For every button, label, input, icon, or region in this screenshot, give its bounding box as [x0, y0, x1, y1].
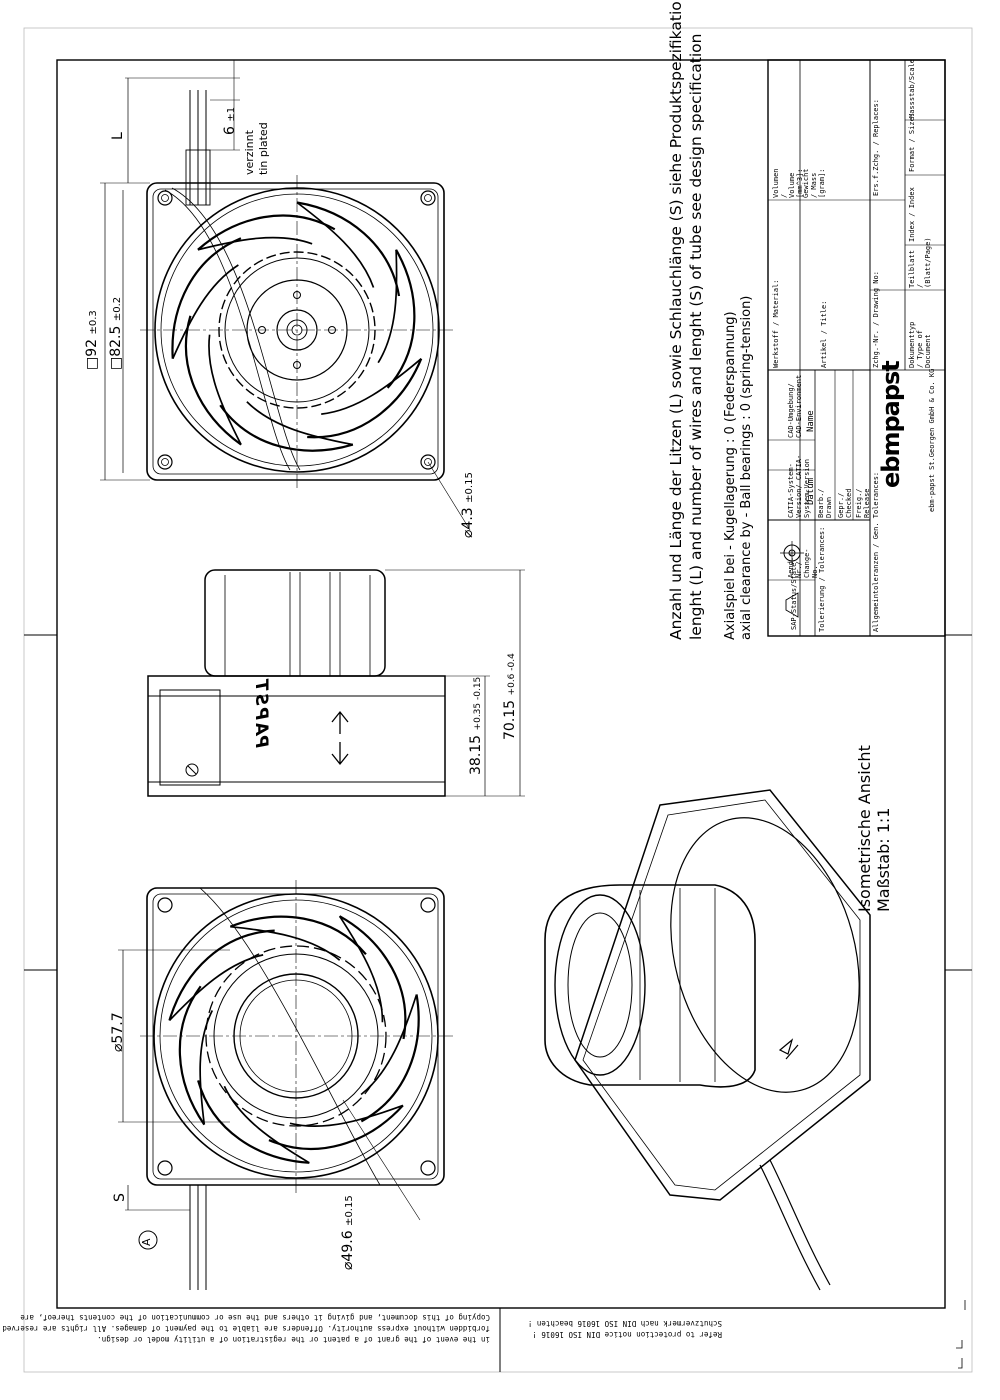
dim-49-tol: ±0.15: [344, 1195, 355, 1226]
tb-company: ebm-papst St.Georgen GmbH & Co. KG: [928, 368, 936, 512]
dim-92: □92 ±0.3: [84, 310, 100, 370]
legal-en-line2: forbidden without express authority. Off…: [2, 1324, 490, 1333]
tb-checked: Gepr./ Checked: [837, 488, 854, 518]
dim-strip-value: 6: [222, 126, 238, 135]
tb-index: Index / Index: [908, 187, 916, 242]
legal-notice-en: in the event of the grant of a patent or…: [2, 1312, 490, 1345]
tb-datum: Datum: [806, 477, 816, 505]
isometric-view-label: Isometrische Ansicht: [855, 745, 874, 912]
dim-57-7: ⌀57.7: [110, 1012, 126, 1052]
dim-hole-tol: ±0.15: [464, 472, 475, 503]
tb-format: Format / Size:: [908, 112, 916, 172]
dim-49-value: 49.6: [340, 1230, 356, 1262]
legal-en-line3: in the event of the grant of a patent or…: [97, 1335, 490, 1344]
tb-material: Werkstoff / Material:: [772, 279, 780, 368]
note-axial-en: axial clearance by - Ball bearings : 0 (…: [739, 295, 754, 640]
fan-rear-view-bottom: [118, 873, 455, 1290]
dim-frame-value: 38.15: [468, 734, 484, 775]
dim-L: L: [110, 132, 126, 140]
fan-front-view-top: [100, 60, 471, 531]
tb-tolerances: Tolerierung / Tolerances:: [818, 526, 826, 632]
tb-scale: Massstab/Scale: [908, 58, 916, 118]
tb-sheet: Teilblatt / (Blatt/Page): [908, 237, 933, 288]
tb-drawing-no: Zchg.-Nr. / Drawing No:: [872, 271, 880, 368]
dim-total-tol: +0.6 -0.4: [507, 653, 517, 696]
fan-side-view: [147, 569, 525, 797]
tb-general-tol: Allgemeintoleranzen / Gen. Tolerances:: [872, 471, 880, 632]
legal-de-line2: Refer to protection notice DIN ISO 16016…: [532, 1330, 722, 1339]
tb-release: Freig./ Release: [855, 488, 872, 518]
tb-title: Artikel / Title:: [820, 300, 828, 368]
dim-hole: ⌀4.3 ±0.15: [460, 472, 476, 538]
tb-name: Name: [806, 410, 816, 432]
dim-frame-depth: 38.15 +0.35 -0.15: [468, 677, 484, 775]
tb-volume: Volumen / Volume [mm^3]:: [772, 168, 805, 198]
scale-label: Maßstab: 1:1: [874, 807, 893, 912]
title-block-frame: [767, 59, 946, 637]
note-wires-de: Anzahl und Länge der Litzen (L) sowie Sc…: [667, 0, 685, 640]
dim-frame-tol: +0.35 -0.15: [473, 676, 483, 731]
legal-notice-de: Refer to protection notice DIN ISO 16016…: [512, 1318, 722, 1340]
dim-82-value: 82.5: [108, 325, 124, 357]
note-axial-de: Axialspiel bei - Kugellagerung : 0 (Fede…: [723, 311, 738, 640]
tb-change-no: Aend.-Nr./ Change-No.: [787, 548, 820, 578]
dim-total-depth: 70.15 +0.6 -0.4: [502, 653, 518, 740]
brand-side-label: PAPST: [251, 677, 271, 748]
fan-isometric-view: [544, 789, 871, 1291]
dim-92-value: 92: [84, 338, 100, 357]
tb-drawn: Bearb./ Drawn: [817, 488, 834, 518]
dim-57-value: 57.7: [110, 1012, 126, 1044]
dim-49-6: ⌀49.6 ±0.15: [340, 1195, 356, 1270]
tb-cad: CAD-Umgebung/ CAD-Environment: [787, 374, 804, 438]
dim-82-tol: ±0.2: [112, 296, 123, 322]
view-marker-A: A: [140, 1238, 153, 1246]
tb-weight: Gewicht / Mass [gram]:: [802, 168, 827, 198]
dim-92-tol: ±0.3: [88, 310, 99, 335]
dim-wire-strip: 6 ±1: [222, 107, 238, 135]
legal-de-line1: Schutzvermerk nach DIN ISO 16016 beachte…: [527, 1319, 722, 1328]
note-wires-en: lenght (L) and number of wires and lengh…: [687, 33, 705, 640]
company-logo: ebmpapst: [877, 361, 905, 488]
dim-hole-value: 4.3: [460, 507, 476, 530]
tin-plated-en: tin plated: [257, 122, 270, 175]
dim-strip-tol: ±1: [226, 106, 237, 122]
tin-plated-de: verzinnt: [243, 130, 256, 175]
dim-82-5: □82.5 ±0.2: [108, 296, 124, 370]
legal-en-line1: Copying of this document, and giving it …: [20, 1313, 490, 1322]
tb-doc-type: Dokumenttyp / Type of Document: [908, 321, 933, 368]
dim-S: S: [112, 1193, 128, 1202]
dim-total-value: 70.15: [502, 699, 518, 740]
tb-replaces: Ers.f.Zchg. / Replaces:: [872, 99, 880, 196]
